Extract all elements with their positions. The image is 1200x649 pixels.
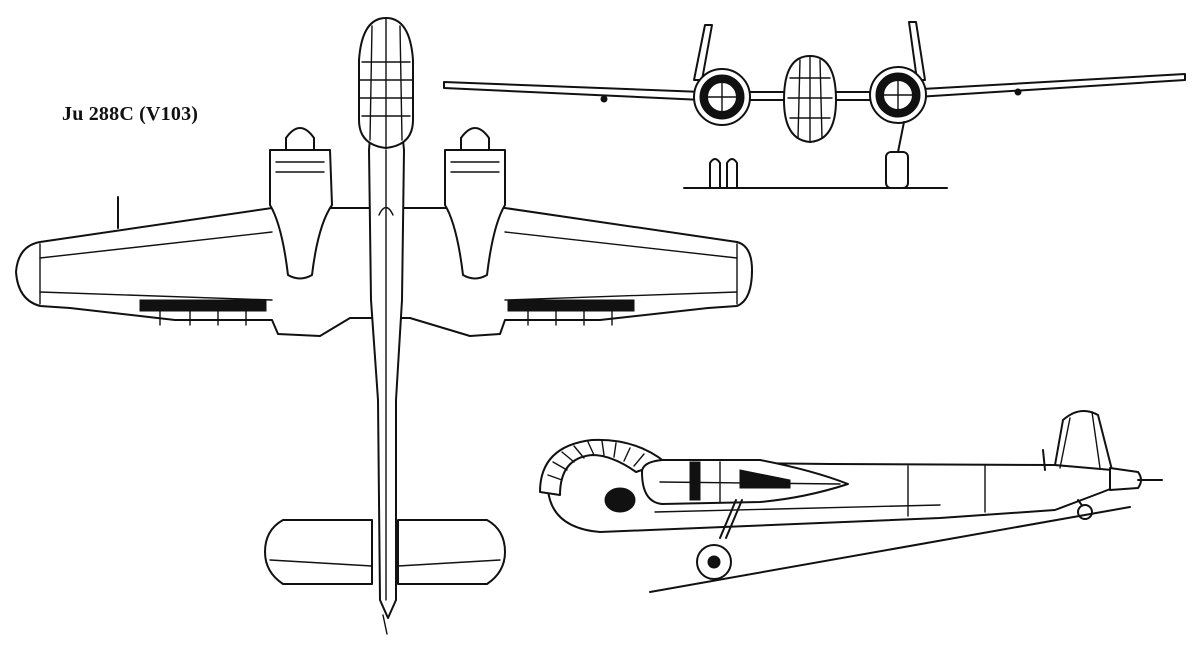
- plan-view-left-nacelle: [269, 149, 333, 280]
- side-view: [539, 410, 1163, 593]
- front-view-right-propeller-hub: [882, 79, 914, 111]
- aircraft-designation-label: Ju 288C (V103): [62, 103, 199, 125]
- plan-view-elevator-lines: [269, 559, 501, 567]
- plan-view-right-dive-brake: [507, 299, 635, 312]
- side-view-main-wheel-hub: [707, 555, 721, 569]
- plan-view-tailplane: [264, 519, 506, 585]
- plan-view-right-nacelle: [444, 149, 506, 280]
- front-view-main-gear-strut: [897, 121, 905, 153]
- front-view-wing: [443, 73, 1186, 101]
- side-view-tail-wheel: [1077, 504, 1093, 520]
- plan-view-right-nacelle-detail: [450, 161, 500, 173]
- side-view-rudder-line: [1059, 411, 1101, 469]
- plan-view-fuselage-detail: [378, 149, 394, 635]
- front-view-tail-wheels: [709, 158, 738, 189]
- plan-view-glazing-frames: [359, 17, 413, 149]
- plan-view-wing-front-line: [39, 231, 738, 259]
- side-view-observation-window: [604, 487, 636, 513]
- plan-view-wing-rear-spar: [39, 291, 738, 301]
- front-view-nose-glazing: [787, 55, 833, 143]
- side-view-nacelle-panel-lines: [659, 461, 841, 503]
- front-view-left-propeller-hub: [706, 81, 738, 113]
- side-view-ground-line: [649, 506, 1131, 593]
- plan-view-left-nacelle-detail: [275, 161, 325, 173]
- side-view-tail-cone: [1109, 467, 1142, 491]
- plan-view-right-spinner: [460, 127, 490, 151]
- plan-view: [15, 17, 753, 635]
- front-view: [443, 21, 1186, 189]
- side-view-fuselage-panel-lines: [654, 465, 986, 517]
- plan-view-left-spinner: [285, 127, 315, 151]
- front-view-main-gear-wheel: [885, 151, 909, 189]
- side-view-main-gear-leg: [719, 499, 743, 539]
- plan-view-left-dive-brake: [139, 299, 267, 312]
- side-view-tail-fin: [1054, 410, 1113, 471]
- plan-view-flap-hinges: [159, 310, 613, 326]
- plan-view-wingtip-lines: [39, 243, 738, 305]
- front-view-wing-fittings: [600, 88, 1022, 103]
- side-view-antenna-mast: [1042, 449, 1046, 471]
- side-view-canopy-frames: [547, 440, 645, 481]
- side-view-engine-detail: [689, 461, 791, 501]
- front-view-right-fin: [908, 21, 926, 81]
